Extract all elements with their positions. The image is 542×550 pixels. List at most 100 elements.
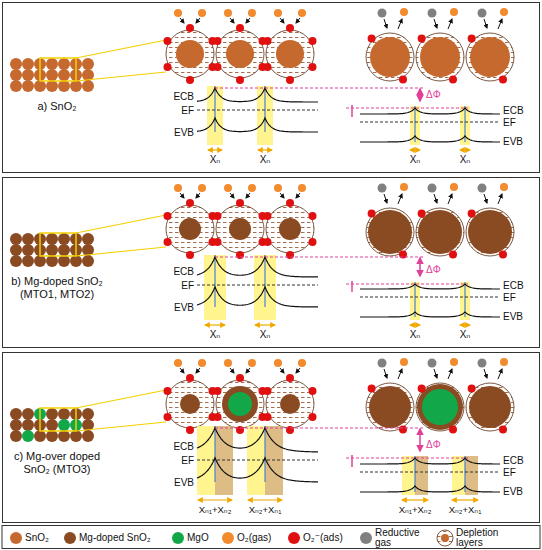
- adsorbed-oxygen: [499, 251, 507, 259]
- oxygen-gas: [174, 9, 182, 17]
- arrow: [498, 19, 502, 29]
- grain-boundary: [264, 426, 265, 482]
- adsorbed-oxygen: [286, 76, 294, 84]
- adsorbed-oxygen: [449, 251, 457, 259]
- arrow: [246, 193, 250, 198]
- pellet-grain: [46, 255, 58, 267]
- pellet-grain: [22, 430, 34, 442]
- grain-core: [370, 37, 410, 77]
- depletion-region: [207, 86, 223, 145]
- arrow: [196, 193, 200, 198]
- zoom-line: [76, 215, 166, 233]
- adsorbed-oxygen: [263, 63, 271, 71]
- pellet-grain: [58, 255, 70, 267]
- adsorbed-oxygen: [286, 24, 294, 32]
- arrow: [398, 194, 402, 204]
- width-label: Xₙ: [460, 329, 471, 340]
- oxygen-gas: [198, 359, 206, 367]
- barrier-level: [346, 108, 468, 109]
- arrow: [208, 149, 222, 150]
- grain-boundary: [264, 86, 265, 132]
- depletion-layer: [166, 30, 214, 78]
- grain-core: [222, 386, 258, 422]
- adsorbed-oxygen: [499, 76, 507, 84]
- band-line: [197, 458, 318, 482]
- reductive-gas: [378, 9, 387, 18]
- released-oxygen: [500, 183, 508, 191]
- adsorbed-oxygen: [263, 238, 271, 246]
- band-line: [360, 108, 500, 114]
- depletion-layer: [266, 380, 314, 428]
- arrow: [384, 369, 387, 378]
- arrow: [180, 18, 184, 23]
- grain-boundary: [264, 255, 265, 307]
- grain-core: [470, 37, 510, 77]
- depletion-layer: [416, 208, 464, 256]
- arrow: [498, 194, 502, 204]
- depletion-layer: [466, 33, 514, 81]
- adsorbed-oxygen: [263, 413, 271, 421]
- adsorbed-oxygen: [286, 251, 294, 259]
- arrow: [460, 149, 470, 150]
- adsorbed-oxygen: [236, 251, 244, 259]
- oxygen-gas: [298, 9, 306, 17]
- arrow: [452, 499, 478, 500]
- band-line: [360, 284, 500, 289]
- adsorbed-oxygen: [418, 385, 426, 393]
- arrow: [296, 368, 300, 373]
- width-label: Xₙ₁+Xₙ₂: [199, 504, 232, 515]
- width-label: Xₙ: [210, 154, 221, 165]
- released-oxygen: [500, 8, 508, 16]
- legend-frame: [2, 526, 540, 549]
- adsorbed-oxygen: [186, 24, 194, 32]
- pellet-grain: [22, 233, 34, 245]
- pellet-grain: [70, 430, 82, 442]
- zoom-box: [40, 408, 76, 431]
- pellet-grain: [82, 58, 94, 70]
- pellet-grain: [82, 80, 94, 92]
- pellet-grain: [10, 233, 22, 245]
- panel-box: a) SnO₂: [2, 2, 540, 173]
- pellet-grain: [58, 244, 70, 256]
- adsorbed-oxygen: [163, 63, 171, 71]
- arrow: [434, 369, 437, 378]
- adsorbed-oxygen: [418, 35, 426, 43]
- arrow: [196, 18, 200, 23]
- energy-level-label: EF: [172, 455, 194, 466]
- pellet-grain: [58, 233, 70, 245]
- arrow: [398, 19, 402, 29]
- arrow: [258, 149, 272, 150]
- pellet-grain: [10, 255, 22, 267]
- panel-title: a) SnO₂: [7, 100, 107, 113]
- adsorbed-oxygen: [368, 385, 376, 393]
- arrow: [296, 18, 300, 23]
- band-line: [197, 287, 318, 307]
- pellet-grain: [22, 408, 34, 420]
- work-function-label: ΔΦ: [426, 264, 441, 275]
- panel-box: b) Mg-doped SnO₂ (MTO1, MTO2): [2, 177, 540, 348]
- adsorbed-oxygen: [186, 251, 194, 259]
- zoom-line: [76, 72, 166, 81]
- adsorbed-oxygen: [449, 426, 457, 434]
- arrow: [230, 18, 234, 23]
- arrow: [419, 89, 421, 101]
- reductive-gas: [428, 359, 437, 368]
- grain-core: [176, 40, 204, 68]
- adsorbed-oxygen: [468, 35, 476, 43]
- depletion-region: [257, 86, 273, 145]
- adsorbed-oxygen: [286, 199, 294, 207]
- released-oxygen: [450, 183, 458, 191]
- oxygen-gas: [174, 184, 182, 192]
- pellet-grain: [82, 255, 94, 267]
- depletion-layer: [166, 380, 214, 428]
- pellet-grain: [46, 69, 58, 81]
- arrow: [419, 429, 421, 451]
- legend-text: SnO₂: [25, 527, 49, 548]
- pellet-grain: [46, 58, 58, 70]
- arrow: [434, 194, 437, 203]
- adsorbed-oxygen: [213, 238, 221, 246]
- band-line: [197, 257, 318, 277]
- depletion-layer: [266, 205, 314, 253]
- grain-core: [226, 40, 254, 68]
- depletion-layer: [166, 205, 214, 253]
